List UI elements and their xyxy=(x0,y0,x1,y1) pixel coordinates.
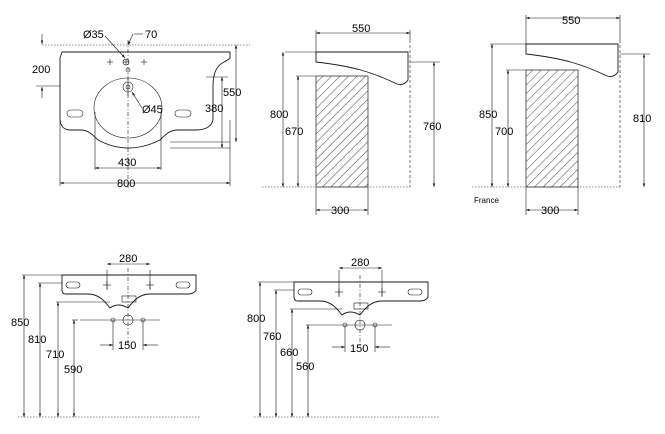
dim-side2-under: 700 xyxy=(495,126,513,138)
front-basin-1 xyxy=(61,274,197,309)
dim-front2-h3: 660 xyxy=(280,347,298,359)
dim-side2-wall: 810 xyxy=(633,113,651,125)
dim-depth-outer: 550 xyxy=(223,87,241,99)
basin-outline xyxy=(59,51,231,149)
side-view-2: 550 850 700 810 300 France xyxy=(472,15,651,217)
dim-front2-h4: 560 xyxy=(296,361,314,373)
basin-profile-2 xyxy=(525,43,619,77)
dim-side1-pedestal: 300 xyxy=(331,205,349,217)
side-view-1: 550 800 670 760 300 xyxy=(262,23,441,217)
right-handle-slot xyxy=(174,109,192,118)
dim-side2-pedestal: 300 xyxy=(541,205,559,217)
dim-rim: 200 xyxy=(32,64,50,76)
dim-side2-depth: 550 xyxy=(562,15,580,27)
dim-side1-under: 670 xyxy=(285,126,303,138)
dim-front2-h1: 800 xyxy=(247,313,265,325)
dim-front2-waste: 150 xyxy=(350,343,368,355)
dim-side1-wall: 760 xyxy=(423,121,441,133)
pedestal-hatch xyxy=(315,75,369,188)
dim-tap-hole: Ø35 xyxy=(83,29,104,41)
dim-front1-spacing: 280 xyxy=(119,253,137,265)
dim-front2-spacing: 280 xyxy=(351,257,369,269)
dim-front2-h2: 760 xyxy=(263,331,281,343)
dim-width: 800 xyxy=(117,178,135,190)
top-view: Ø35 70 200 550 380 Ø45 430 800 xyxy=(32,29,250,190)
tap-holes xyxy=(107,58,147,66)
dim-waste: Ø45 xyxy=(142,104,163,116)
dim-front1-h1: 850 xyxy=(11,317,29,329)
dim-bowl: 430 xyxy=(118,157,136,169)
dim-tap-offset: 70 xyxy=(145,29,157,41)
dim-depth-inner: 380 xyxy=(205,103,223,115)
pedestal-hatch-2 xyxy=(525,69,579,188)
dim-side1-rim: 800 xyxy=(270,109,288,121)
dim-front1-h4: 590 xyxy=(64,364,82,376)
front-basin-2 xyxy=(293,281,429,316)
basin-profile xyxy=(315,51,409,85)
front-view-2: 280 150 800 760 660 560 xyxy=(247,257,440,418)
dim-front1-h2: 810 xyxy=(28,334,46,346)
left-handle-slot xyxy=(66,109,84,118)
france-label: France xyxy=(474,196,499,205)
dim-front1-h3: 710 xyxy=(46,349,64,361)
dim-side1-depth: 550 xyxy=(352,23,370,35)
dim-front1-waste: 150 xyxy=(118,340,136,352)
front-view-1: 280 150 850 810 710 590 xyxy=(11,253,200,418)
dim-side2-rim: 850 xyxy=(479,109,497,121)
